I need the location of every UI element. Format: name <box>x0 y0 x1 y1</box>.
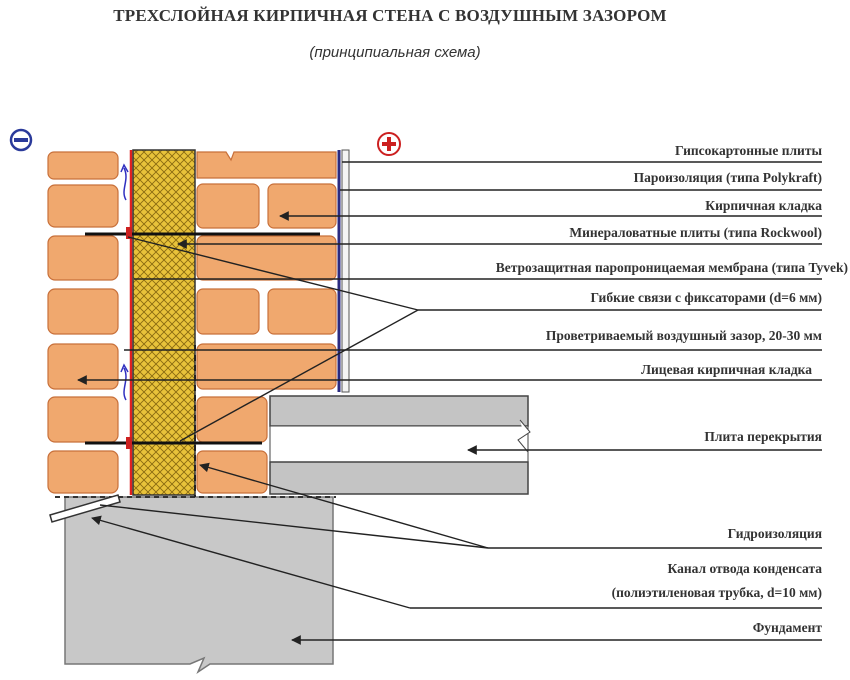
label-wind-membrane: Ветрозащитная паропроницаемая мембрана (… <box>495 260 848 275</box>
label-condensate-channel: Канал отвода конденсата <box>667 561 822 576</box>
label-floor-slab: Плита перекрытия <box>704 429 822 444</box>
label-mineral-wool: Минераловатные плиты (типа Rockwool) <box>569 225 822 240</box>
plus-sign-icon <box>377 132 401 156</box>
minus-sign-icon <box>9 128 33 152</box>
label-brick-masonry: Кирпичная кладка <box>705 198 822 213</box>
flexible-ties <box>85 232 320 445</box>
tie-fixators <box>126 227 132 449</box>
drywall <box>341 149 350 393</box>
floor-slab <box>269 395 531 495</box>
facing-brick-layer <box>47 151 119 494</box>
leader-lines <box>77 161 822 645</box>
diagram-subtitle: (принципиальная схема) <box>309 44 481 61</box>
label-air-gap: Проветриваемый воздушный зазор, 20-30 мм <box>545 328 822 343</box>
label-foundation: Фундамент <box>752 620 822 635</box>
label-facing-brick: Лицевая кирпичная кладка <box>640 362 812 377</box>
inner-brick-layer <box>196 151 337 494</box>
label-drywall: Гипсокартонные плиты <box>675 143 822 158</box>
label-vapor-barrier: Пароизоляция (типа Polykraft) <box>633 170 822 185</box>
label-waterproofing: Гидроизоляция <box>727 526 822 541</box>
label-flexible-ties: Гибкие связи с фиксаторами (d=6 мм) <box>590 290 822 305</box>
airflow-arrow-icons <box>120 163 129 401</box>
diagram-title: ТРЕХСЛОЙНАЯ КИРПИЧНАЯ СТЕНА С ВОЗДУШНЫМ … <box>113 6 667 25</box>
drain-tube <box>49 494 121 523</box>
foundation <box>64 496 334 675</box>
mineral-wool <box>132 149 196 496</box>
label-condensate-tube: (полиэтиленовая трубка, d=10 мм) <box>611 585 822 600</box>
